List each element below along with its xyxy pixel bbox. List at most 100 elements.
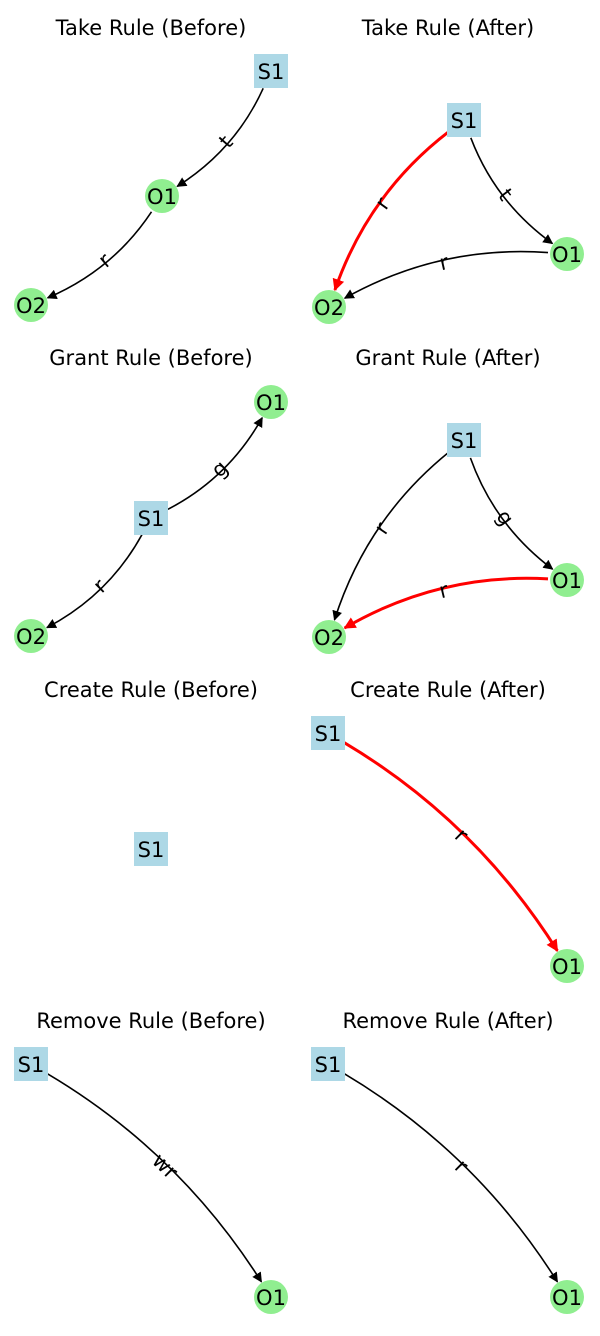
subject-node-shape — [311, 716, 345, 750]
panel-title: Remove Rule (Before) — [36, 1009, 265, 1033]
node-label: S1 — [315, 1053, 342, 1077]
node-label: O1 — [147, 185, 177, 209]
edge-s1-o1 — [469, 457, 554, 570]
edge-label: t — [214, 131, 237, 153]
edge-s1-o1-highlighted — [343, 741, 559, 952]
edges: wr — [46, 1073, 263, 1283]
edge-label: r — [437, 250, 451, 275]
node-label: O1 — [552, 1286, 582, 1310]
node-s1-subject: S1 — [14, 1047, 48, 1081]
panel-create-before: Create Rule (Before) S1 — [44, 678, 258, 866]
panel-title: Grant Rule (After) — [355, 346, 540, 370]
node-s1-subject: S1 — [134, 501, 168, 535]
edges: r — [343, 1073, 559, 1283]
edge-label: r — [437, 578, 451, 603]
edge-label: r — [450, 1155, 473, 1178]
edge-s1-o1 — [46, 1073, 263, 1283]
edge-o1-o2-highlighted — [343, 576, 549, 630]
edge-o1-o2 — [343, 250, 549, 299]
panel-title: Create Rule (Before) — [44, 678, 258, 702]
node-label: S1 — [18, 1053, 45, 1077]
node-label: O2 — [16, 625, 46, 649]
edge-o1-o2 — [46, 211, 153, 299]
panel-title: Take Rule (Before) — [55, 16, 247, 40]
object-node-shape — [312, 620, 346, 654]
edge-s1-o2-highlighted — [332, 130, 450, 292]
node-o2-object: O2 — [312, 620, 346, 654]
edge-s1-o1 — [176, 87, 264, 188]
node-label: O2 — [314, 626, 344, 650]
node-label: O1 — [552, 955, 582, 979]
edge-label: wr — [147, 1148, 182, 1183]
node-label: S1 — [138, 838, 165, 862]
subject-node-shape — [447, 423, 481, 457]
edges: grr — [332, 451, 554, 630]
node-s1-subject: S1 — [447, 103, 481, 137]
edge-s1-o1 — [343, 1073, 559, 1283]
node-s1-subject: S1 — [311, 1047, 345, 1081]
object-node-shape — [550, 563, 584, 597]
node-label: S1 — [138, 507, 165, 531]
edge-label: g — [207, 456, 233, 483]
node-label: S1 — [258, 60, 285, 84]
node-o1-object: O1 — [145, 179, 179, 213]
node-label: O1 — [552, 569, 582, 593]
subject-node-shape — [311, 1047, 345, 1081]
node-label: O2 — [314, 296, 344, 320]
panel-title: Create Rule (After) — [350, 678, 546, 702]
node-s1-subject: S1 — [134, 832, 168, 866]
edge-s1-o2 — [332, 451, 450, 621]
object-node-shape — [312, 290, 346, 324]
node-label: O1 — [256, 391, 286, 415]
panel-title: Take Rule (After) — [361, 16, 534, 40]
edge-label: r — [94, 248, 116, 272]
edge-label: r — [450, 824, 473, 847]
object-node-shape — [550, 237, 584, 271]
node-o1-object: O1 — [254, 385, 288, 419]
node-s1-subject: S1 — [447, 423, 481, 457]
subject-node-shape — [254, 54, 288, 88]
node-label: O1 — [256, 1286, 286, 1310]
subject-node-shape — [134, 832, 168, 866]
subject-node-shape — [14, 1047, 48, 1081]
edge-s1-o2 — [46, 534, 143, 629]
object-node-shape — [14, 619, 48, 653]
node-o2-object: O2 — [14, 288, 48, 322]
node-s1-subject: S1 — [254, 54, 288, 88]
node-label: O1 — [552, 243, 582, 267]
object-node-shape — [550, 1280, 584, 1314]
object-node-shape — [145, 179, 179, 213]
node-o2-object: O2 — [312, 290, 346, 324]
subject-node-shape — [134, 501, 168, 535]
panel-title: Remove Rule (After) — [342, 1009, 553, 1033]
edge-s1-o1 — [167, 416, 263, 511]
object-node-shape — [14, 288, 48, 322]
subject-node-shape — [447, 103, 481, 137]
edges: trr — [332, 130, 554, 299]
edge-label: r — [88, 574, 111, 597]
object-node-shape — [254, 385, 288, 419]
node-o1-object: O1 — [254, 1280, 288, 1314]
nodes: S1 — [134, 832, 168, 866]
panel-title: Grant Rule (Before) — [49, 346, 252, 370]
edges: r — [343, 741, 559, 952]
node-o1-object: O1 — [550, 237, 584, 271]
object-node-shape — [550, 949, 584, 983]
node-o1-object: O1 — [550, 949, 584, 983]
node-label: S1 — [451, 109, 478, 133]
node-o1-object: O1 — [550, 1280, 584, 1314]
